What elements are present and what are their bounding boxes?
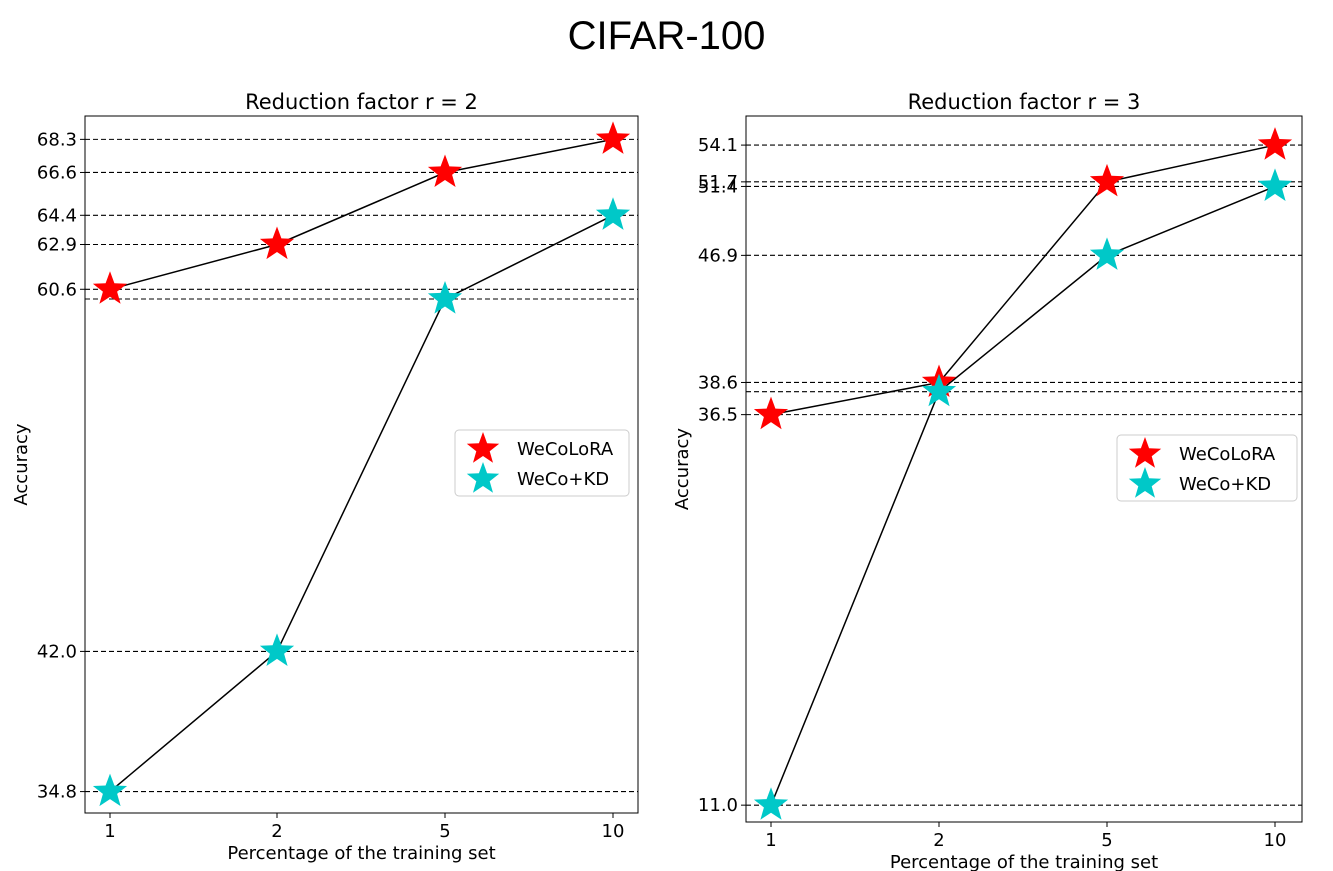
chart2-xlabel: Percentage of the training set: [890, 852, 1158, 871]
chart1-point: [92, 271, 128, 304]
chart2-ytick-label: 51.4: [698, 176, 738, 197]
chart1-series-line: [109, 138, 614, 291]
chart1-point: [427, 154, 463, 187]
chart2-xtick-label: 5: [1101, 830, 1112, 851]
chart2-legend-marker: [1128, 467, 1162, 498]
chart2-legend-label: WeCoLoRA: [1179, 444, 1276, 465]
chart1-legend-box: [454, 429, 630, 497]
chart2-point: [753, 787, 789, 820]
chart1-title: Reduction factor r = 2: [245, 90, 478, 114]
chart1-ytick-label: 68.3: [37, 129, 77, 150]
chart2-legend-marker: [1128, 437, 1162, 468]
chart1-axes-frame: [84, 115, 639, 814]
chart2-point: [921, 373, 957, 407]
chart1-legend-label: WeCo+KD: [517, 469, 609, 490]
chart2-series-line: [770, 185, 1276, 806]
chart2-xtick-label: 2: [933, 830, 944, 851]
chart2-axes-frame: [745, 115, 1303, 823]
chart1-point: [595, 121, 631, 154]
chart1-legend-marker: [466, 462, 500, 493]
chart1-legend-marker: [466, 432, 500, 463]
chart1-ylabel: Accuracy: [11, 423, 32, 506]
chart1-ytick-label: 64.4: [37, 205, 77, 226]
chart2-xtick-label: 10: [1264, 830, 1287, 851]
chart1-ytick-label: 62.9: [37, 234, 77, 255]
chart1-ytick-label: 34.8: [37, 782, 77, 803]
chart1-series-line: [109, 214, 614, 793]
chart2-legend-label: WeCo+KD: [1179, 474, 1271, 495]
chart1-xtick-label: 1: [104, 821, 115, 842]
chart1-point: [259, 226, 295, 260]
chart2-point: [753, 396, 789, 430]
chart1-ytick-label: 60.6: [37, 279, 77, 300]
chart2-xtick-label: 1: [765, 830, 776, 851]
chart2-point: [1257, 127, 1293, 160]
chart1-point: [92, 773, 128, 807]
chart2-ytick-label: 11.0: [698, 795, 738, 816]
chart1-legend-label: WeCoLoRA: [517, 439, 614, 460]
chart2-series-line: [770, 144, 1276, 416]
chart1-xtick-label: 10: [602, 821, 625, 842]
chart2-ytick-label: 38.6: [698, 372, 738, 393]
chart1-point: [595, 197, 631, 230]
chart2-point: [1257, 168, 1293, 201]
chart2-legend-box: [1116, 434, 1298, 502]
chart2-ytick-label: 51.7: [698, 172, 738, 193]
chart2-ytick-label: 46.9: [698, 245, 738, 266]
chart1-point: [427, 281, 463, 314]
chart2-ytick-label: 36.5: [698, 405, 738, 426]
chart1-point: [259, 633, 295, 666]
chart1-ytick-label: 66.6: [37, 162, 77, 183]
chart2-title: Reduction factor r = 3: [908, 90, 1141, 114]
chart2-ylabel: Accuracy: [672, 428, 693, 511]
chart1-ytick-label: 42.0: [37, 641, 77, 662]
chart1-xlabel: Percentage of the training set: [227, 843, 495, 864]
figure-title: CIFAR-100: [567, 14, 766, 58]
chart1-xtick-label: 5: [439, 821, 450, 842]
chart2-ytick-label: 54.1: [698, 135, 738, 156]
chart2-point: [1089, 237, 1125, 270]
chart1-xtick-label: 2: [271, 821, 282, 842]
chart2-point: [1089, 163, 1125, 197]
